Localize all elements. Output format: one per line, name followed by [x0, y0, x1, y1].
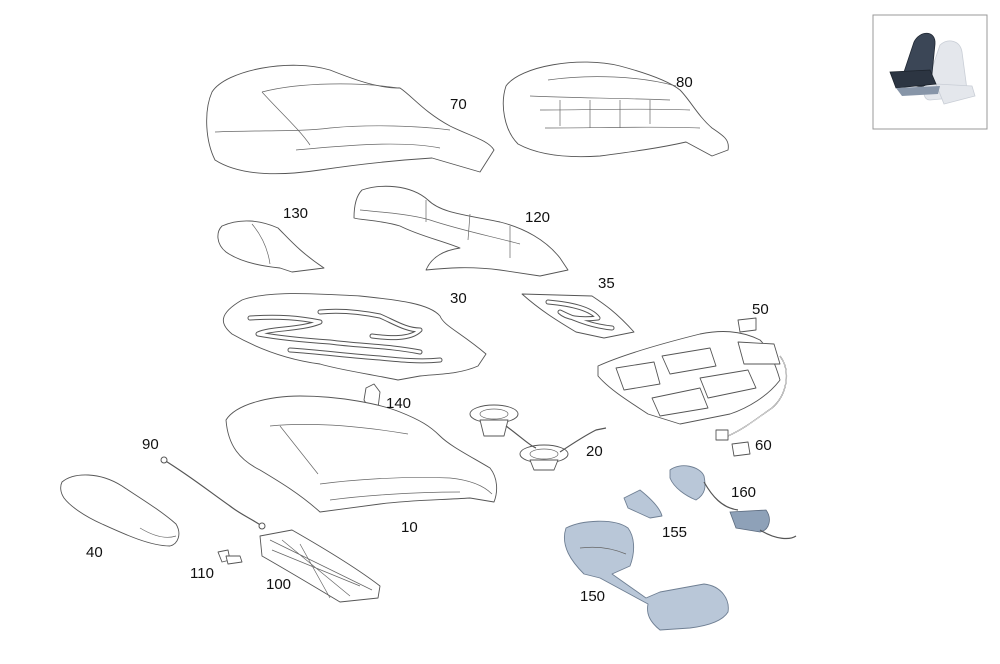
part-150-trim[interactable]: [564, 520, 729, 631]
part-100-plate[interactable]: [259, 529, 381, 603]
callout-160[interactable]: 160: [731, 484, 756, 501]
callout-10[interactable]: 10: [401, 519, 418, 536]
callout-120[interactable]: 120: [525, 209, 550, 226]
callout-70[interactable]: 70: [450, 96, 467, 113]
callout-50[interactable]: 50: [752, 301, 769, 318]
part-130-pad[interactable]: [217, 220, 325, 273]
part-120-carrier[interactable]: [353, 185, 569, 277]
callout-35[interactable]: 35: [598, 275, 615, 292]
callout-40[interactable]: 40: [86, 544, 103, 561]
callout-100[interactable]: 100: [266, 576, 291, 593]
part-40-bolster[interactable]: [60, 474, 180, 547]
part-60-connector[interactable]: [715, 429, 751, 457]
part-50-sensor-mat[interactable]: [597, 317, 788, 437]
callout-110[interactable]: 110: [190, 565, 214, 582]
callout-90[interactable]: 90: [142, 436, 159, 453]
part-20-speaker-assembly[interactable]: [469, 404, 607, 471]
part-155-cover[interactable]: [623, 489, 663, 519]
part-70-cushion-cover[interactable]: [206, 64, 495, 175]
callout-140[interactable]: 140: [386, 395, 411, 412]
seat-thumbnail-icon[interactable]: [872, 14, 988, 130]
callout-130[interactable]: 130: [283, 205, 308, 222]
part-160-cover[interactable]: [669, 465, 797, 540]
callout-20[interactable]: 20: [586, 443, 603, 460]
part-30-heating-mat[interactable]: [223, 293, 487, 381]
part-110-bolt[interactable]: [217, 549, 243, 565]
part-10-cushion-foam[interactable]: [225, 395, 498, 513]
part-80-cushion-cover[interactable]: [502, 61, 729, 158]
callout-150[interactable]: 150: [580, 588, 605, 605]
callout-60[interactable]: 60: [755, 437, 772, 454]
part-35-heating-mat[interactable]: [521, 293, 635, 339]
callout-80[interactable]: 80: [676, 74, 693, 91]
callout-30[interactable]: 30: [450, 290, 467, 307]
part-90-wire[interactable]: [160, 456, 266, 530]
callout-155[interactable]: 155: [662, 524, 687, 541]
